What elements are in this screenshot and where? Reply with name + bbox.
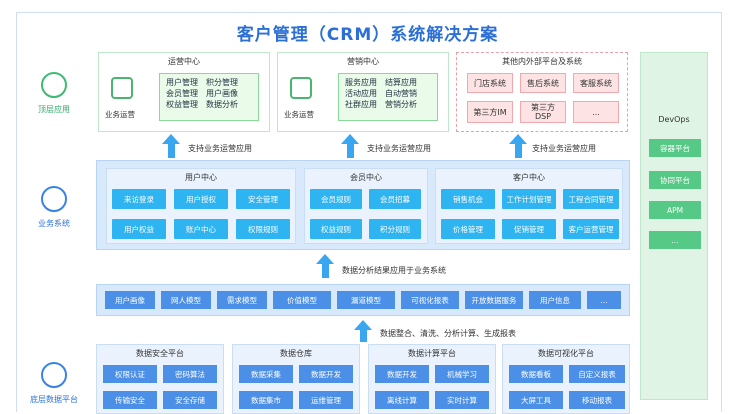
page-title: 客户管理（CRM）系统解决方案 [236, 25, 499, 45]
panel-other-systems: 其他内外部平台及系统 门店系统 售后系统 客服系统 第三方IM 第三方 DSP … [456, 52, 628, 132]
member-center-cell: 会员招募 [369, 189, 421, 209]
customer-center-cell: 工程合同管理 [563, 189, 619, 209]
user-center-cell: 账户中心 [174, 219, 228, 239]
devops-cell: ... [649, 231, 701, 249]
arrow-shaft [322, 264, 329, 278]
platform-cell: 移动报表 [569, 391, 625, 409]
marketing-functions: 服务应用 结算应用 活动应用 自动营销 社群应用 营销分析 [338, 73, 438, 121]
panel-data-security: 数据安全平台 权限认证 密码算法 传输安全 安全存储 [96, 344, 224, 414]
platform-cell: 权限认证 [103, 365, 157, 383]
panel-devops: DevOps 容器平台 协同平台 APM ... [640, 52, 708, 400]
customer-center-cell: 促销管理 [502, 219, 556, 239]
member-center-cell: 会员规则 [310, 189, 362, 209]
model-cell: 可视化报表 [401, 291, 459, 309]
customer-center-cell: 销售机会 [441, 189, 495, 209]
panel-operations-center: 运营中心 业务运营 用户管理 积分管理 会员管理 用户画像 权益管理 数据分析 [98, 52, 270, 132]
member-center-cell: 积分规则 [369, 219, 421, 239]
arrow-shaft [347, 144, 354, 158]
panel-member-center: 会员中心 会员规则 会员招募 权益规则 积分规则 [304, 168, 428, 244]
arrow-up-icon [341, 134, 359, 144]
side-business-system: 业务系统 [24, 186, 84, 229]
grid-icon [111, 77, 133, 99]
arrow-up-icon [354, 320, 372, 330]
line-chart-icon [41, 362, 67, 388]
platform-cell: 自定义报表 [569, 365, 625, 383]
model-cell: 网人模型 [161, 291, 211, 309]
devops-cell: APM [649, 201, 701, 219]
other-system-cell: 售后系统 [520, 73, 566, 93]
platform-cell: 数据开发 [375, 365, 429, 383]
user-center-cell: 用户授权 [174, 189, 228, 209]
model-cell: 用户信息 [529, 291, 581, 309]
model-cell: 价值模型 [273, 291, 331, 309]
customer-center-cell: 客户运营管理 [563, 219, 619, 239]
model-cell: 开放数据服务 [465, 291, 523, 309]
model-cell: ... [587, 291, 621, 309]
member-center-cell: 权益规则 [310, 219, 362, 239]
diagram-frame [16, 12, 722, 412]
devops-cell: 协同平台 [649, 171, 701, 189]
arrow-shaft [515, 144, 522, 158]
arrow-up-icon [316, 254, 334, 264]
panel-customer-center: 客户中心 销售机会 工作计划管理 工程合同管理 价格管理 促销管理 客户运营管理 [435, 168, 623, 244]
customer-center-cell: 工作计划管理 [502, 189, 556, 209]
platform-cell: 数据看板 [509, 365, 563, 383]
other-system-cell: 客服系统 [573, 73, 619, 93]
platform-cell: 实时计算 [435, 391, 489, 409]
platform-cell: 数据采集 [239, 365, 293, 383]
side-top-app: 顶层应用 [24, 72, 84, 115]
platform-cell: 机械学习 [435, 365, 489, 383]
clover-icon [41, 186, 67, 212]
arrow-up-icon [162, 134, 180, 144]
platform-cell: 大屏工具 [509, 391, 563, 409]
panel-data-warehouse: 数据仓库 数据采集 数据开发 数据集市 运维管理 [232, 344, 360, 414]
other-system-cell: ... [573, 101, 619, 123]
model-cell: 漏道模型 [337, 291, 395, 309]
platform-cell: 数据集市 [239, 391, 293, 409]
other-system-cell: 门店系统 [467, 73, 513, 93]
arrow-shaft [360, 330, 367, 342]
arrow-up-icon [509, 134, 527, 144]
model-cell: 用户画像 [105, 291, 155, 309]
platform-cell: 数据开发 [299, 365, 353, 383]
other-system-cell: 第三方 DSP [520, 101, 566, 123]
platform-cell: 运维管理 [299, 391, 353, 409]
panel-data-models: 用户画像 网人模型 需求模型 价值模型 漏道模型 可视化报表 开放数据服务 用户… [96, 284, 630, 316]
operations-functions: 用户管理 积分管理 会员管理 用户画像 权益管理 数据分析 [159, 73, 259, 121]
devops-cell: 容器平台 [649, 139, 701, 157]
side-data-platform: 底层数据平台 [24, 362, 84, 405]
platform-cell: 密码算法 [163, 365, 217, 383]
panel-marketing-center: 营销中心 业务运营 服务应用 结算应用 活动应用 自动营销 社群应用 营销分析 [277, 52, 449, 132]
user-icon [41, 72, 67, 98]
model-cell: 需求模型 [217, 291, 267, 309]
user-center-cell: 用户权益 [112, 219, 166, 239]
panel-data-compute: 数据计算平台 数据开发 机械学习 离线计算 实时计算 [368, 344, 496, 414]
panel-data-visualization: 数据可视化平台 数据看板 自定义报表 大屏工具 移动报表 [502, 344, 630, 414]
bar-chart-icon [290, 77, 312, 99]
user-center-cell: 安全管理 [236, 189, 290, 209]
arrow-shaft [168, 144, 175, 158]
platform-cell: 传输安全 [103, 391, 157, 409]
platform-cell: 安全存储 [163, 391, 217, 409]
panel-user-center: 用户中心 来访登录 用户授权 安全管理 用户权益 账户中心 权限规则 [106, 168, 296, 244]
user-center-cell: 权限规则 [236, 219, 290, 239]
customer-center-cell: 价格管理 [441, 219, 495, 239]
platform-cell: 离线计算 [375, 391, 429, 409]
user-center-cell: 来访登录 [112, 189, 166, 209]
other-system-cell: 第三方IM [467, 101, 513, 123]
